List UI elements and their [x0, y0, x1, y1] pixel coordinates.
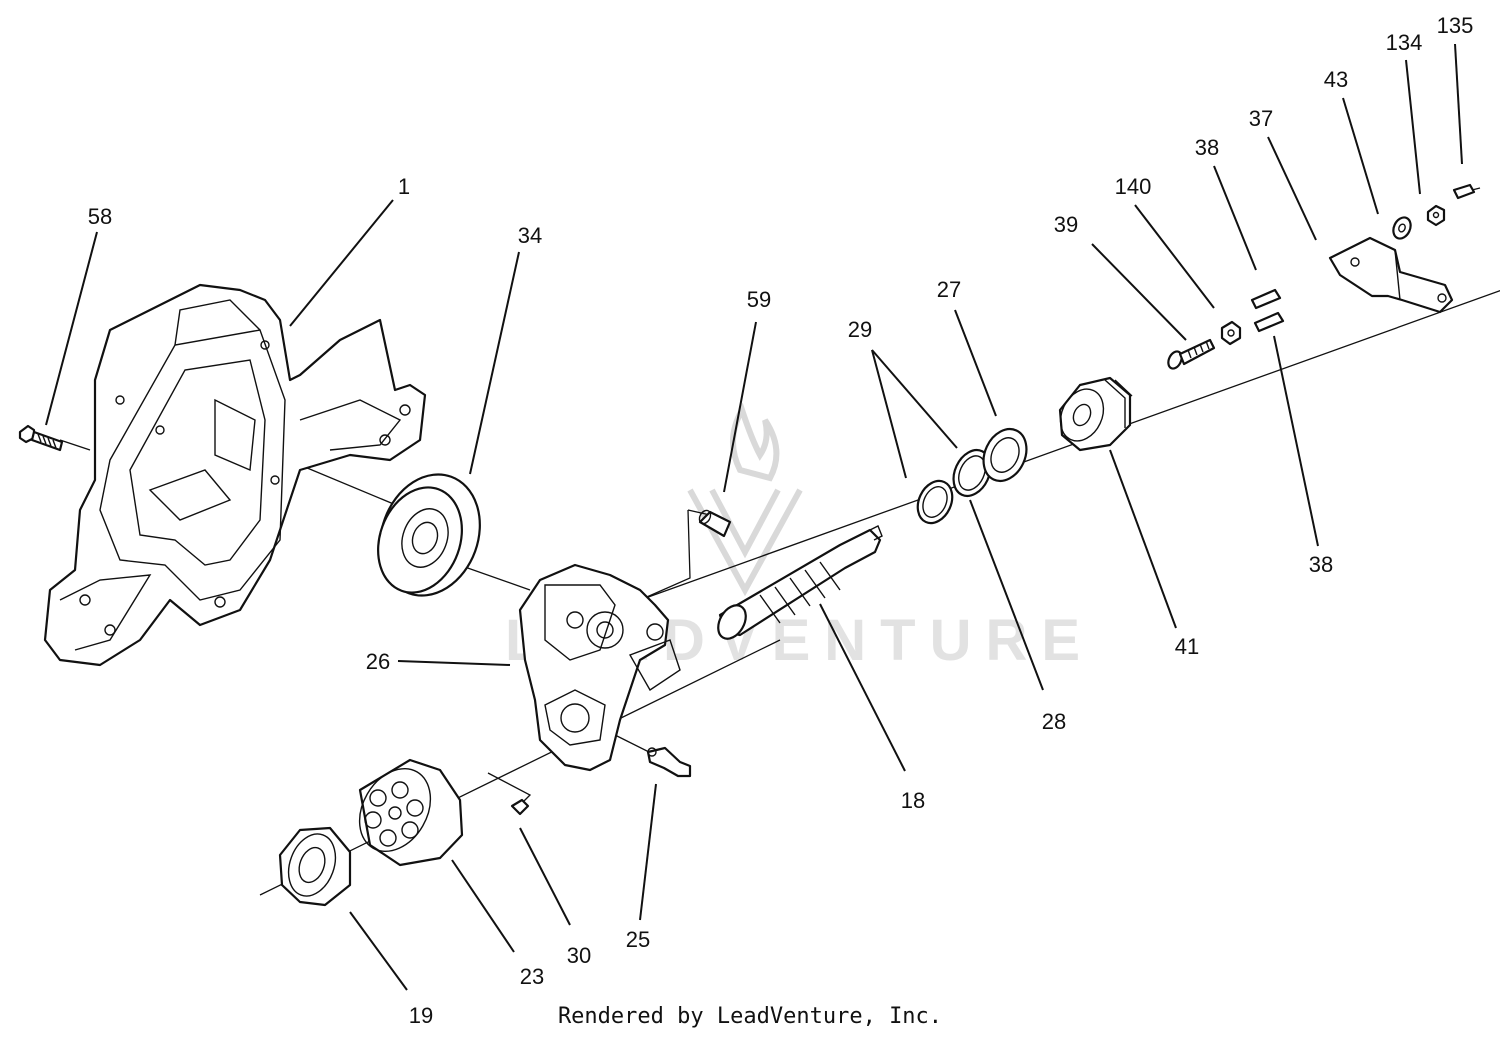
part-cotter-pin-135: [1452, 183, 1481, 200]
callout-135: 135: [1437, 13, 1474, 38]
part-shaft-18: [717, 525, 883, 640]
callout-59: 59: [747, 287, 771, 312]
part-pulley-41: [1058, 376, 1133, 452]
part-pins-38: [1250, 288, 1285, 333]
part-nut-140: [1220, 320, 1242, 346]
part-bolt-58: [18, 424, 64, 452]
footer-credit: Rendered by LeadVenture, Inc.: [557, 1004, 943, 1029]
callout-34: 34: [518, 223, 542, 248]
part-retaining-rings-29: [916, 448, 992, 525]
callout-19: 19: [409, 1003, 433, 1028]
callout-58: 58: [88, 204, 112, 229]
part-washer-43: [1392, 216, 1412, 240]
callout-1: 1: [398, 174, 410, 199]
callout-30: 30: [567, 943, 591, 968]
callout-25: 25: [626, 927, 650, 952]
part-nut-134: [1426, 204, 1446, 227]
callout-26: 26: [366, 649, 390, 674]
callout-38-bottom: 38: [1309, 552, 1333, 577]
part-pin-59: [698, 509, 732, 538]
callout-18: 18: [901, 788, 925, 813]
callout-41: 41: [1175, 634, 1199, 659]
callout-37: 37: [1249, 106, 1273, 131]
callout-27: 27: [937, 277, 961, 302]
part-housing: [43, 283, 427, 667]
callout-28: 28: [1042, 709, 1066, 734]
part-screw-39: [1167, 338, 1216, 370]
part-thrust-bearing-19: [278, 826, 352, 907]
part-pulley-34: [377, 473, 481, 597]
callout-29: 29: [848, 317, 872, 342]
callout-140: 140: [1115, 174, 1152, 199]
part-cylinder-block-23: [358, 758, 464, 867]
part-bearing-27: [982, 428, 1028, 482]
watermark-logo-icon: [687, 402, 803, 597]
callout-134: 134: [1386, 30, 1423, 55]
part-center-section-26: [518, 563, 681, 772]
part-bracket-37: [1328, 236, 1454, 314]
callout-39: 39: [1054, 212, 1078, 237]
callout-labels: 58 1 34 59 26 29 27 39 140 38 37 43 134 …: [88, 13, 1474, 1028]
callout-38-top: 38: [1195, 135, 1219, 160]
callout-43: 43: [1324, 67, 1348, 92]
leader-lines: [45, 43, 1463, 991]
part-valve-25: [646, 746, 692, 778]
callout-23: 23: [520, 964, 544, 989]
part-screw-30: [510, 798, 530, 816]
